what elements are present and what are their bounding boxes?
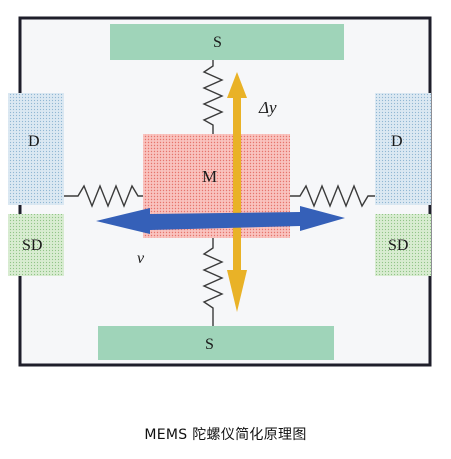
top-anchor-label: S xyxy=(213,34,222,51)
spring-icon xyxy=(64,184,143,208)
double-arrow-icon xyxy=(96,206,345,234)
bottom-anchor-label: S xyxy=(205,336,214,353)
right-drive xyxy=(375,93,431,205)
mems-gyroscope-diagram: S S D D SD SD M xyxy=(8,16,432,367)
left-sense-label: SD xyxy=(22,237,42,254)
spring-icon xyxy=(290,184,375,208)
double-arrow-icon xyxy=(227,72,247,312)
left-drive xyxy=(8,93,64,205)
right-sense-label: SD xyxy=(388,237,408,254)
left-sense xyxy=(8,214,64,276)
left-drive-label: D xyxy=(28,133,40,150)
spring-icon xyxy=(202,238,224,326)
delta-y-label: Δy xyxy=(258,98,277,117)
velocity-label: v xyxy=(137,250,145,267)
spring-icon xyxy=(202,60,224,134)
bottom-anchor xyxy=(98,326,334,360)
figure-caption: MEMS 陀螺仪简化原理图 xyxy=(144,427,307,443)
diagram-canvas: S S D D SD SD M xyxy=(8,16,432,367)
right-sense xyxy=(375,214,431,276)
right-drive-label: D xyxy=(391,133,403,150)
proof-mass-label: M xyxy=(202,167,217,186)
top-anchor xyxy=(110,24,344,60)
